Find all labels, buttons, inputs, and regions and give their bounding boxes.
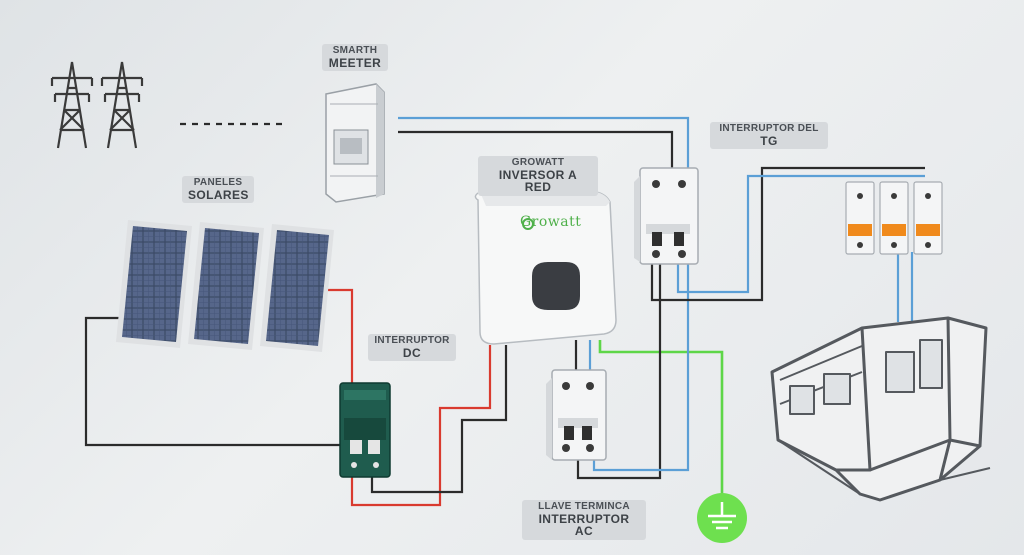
- dc-label-line2: DC: [402, 345, 422, 360]
- solar-panels: [116, 220, 334, 352]
- tg-label: INTERRUPTOR DEL TG: [710, 122, 828, 150]
- wire-panel-black: [84, 316, 345, 447]
- inverter-label-line2: INVERSOR A RED: [498, 167, 578, 195]
- panels-label: PANELES SOLARES: [182, 176, 254, 204]
- wire-tg-dist-black: [650, 166, 925, 302]
- inverter-label: GROWATT INVERSOR A RED: [478, 156, 598, 196]
- wire-panel-red: [325, 288, 354, 385]
- dc-label: INTERRUPTOR DC: [368, 334, 456, 362]
- inverter-label-line1: GROWATT: [511, 157, 565, 168]
- meter-label: SMARTH MEETER: [322, 44, 388, 72]
- inverter-brand: Growatt: [520, 214, 582, 230]
- meter-label-line1: SMARTH: [332, 45, 378, 56]
- ac-label: LLAVE TERMINCA INTERRUPTOR AC: [522, 500, 646, 540]
- wire-dc-red-out: [350, 345, 492, 507]
- distribution-breakers: [845, 181, 943, 255]
- solar-panel: [188, 222, 264, 350]
- wire-ac-tg-blue: [592, 262, 690, 472]
- dc-label-line1: INTERRUPTOR: [374, 335, 450, 346]
- house: [770, 316, 991, 502]
- transmission-tower-icon: [50, 61, 144, 149]
- tg-label-line1: INTERRUPTOR DEL: [719, 123, 819, 134]
- wire-meter-tg-black: [398, 130, 674, 172]
- dc-breaker: [339, 382, 391, 478]
- ground-icon: [697, 493, 747, 543]
- ac-label-line1: LLAVE TERMINCA: [538, 501, 630, 512]
- smart-meter: [325, 83, 385, 203]
- distribution-breaker: [845, 181, 875, 255]
- wire-meter-tg-blue: [398, 116, 690, 172]
- wire-dc-black-out: [370, 345, 508, 494]
- distribution-breaker: [879, 181, 909, 255]
- growatt-logo-icon: [522, 218, 534, 230]
- growatt-inverter: [474, 191, 617, 345]
- tg-label-line2: TG: [760, 133, 778, 148]
- panels-label-line2: SOLARES: [188, 187, 249, 202]
- wire-tg-dist-blue: [676, 174, 925, 294]
- meter-label-line2: MEETER: [328, 55, 382, 70]
- solar-panel: [116, 220, 192, 348]
- solar-panel: [260, 224, 334, 352]
- ac-label-line2: INTERRUPTOR AC: [538, 511, 630, 539]
- wire-ac-tg-black: [576, 262, 662, 480]
- panels-label-line1: PANELES: [193, 177, 243, 188]
- distribution-breaker: [913, 181, 943, 255]
- ac-breaker: [546, 369, 607, 461]
- tg-breaker: [634, 167, 699, 265]
- wires: [84, 116, 925, 507]
